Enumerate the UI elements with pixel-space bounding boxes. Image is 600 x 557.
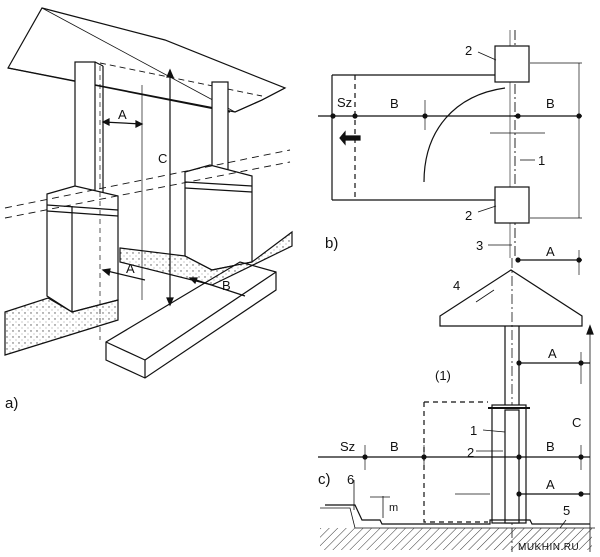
panel-a [4,7,293,379]
panel-c [318,258,595,552]
callout-c-4: 4 [453,278,460,293]
callout-c-6: 6 [347,472,354,487]
caption-b: b) [325,235,338,252]
label-c-m: m [389,502,398,514]
left-base [46,185,119,313]
callout-b-3: 3 [476,238,483,253]
dim-a-upper: A [118,107,127,122]
callout-b-2-top: 2 [465,43,472,58]
label-b-a: A [546,244,555,259]
left-post [74,61,96,193]
label-c-a-bottom: A [546,477,555,492]
right-post [211,81,229,173]
label-c-b-left: B [390,439,399,454]
caption-c: c) [318,471,331,488]
roof [7,7,287,113]
roof-c [439,269,583,327]
dim-a-lower: A [126,261,135,276]
ground-left [4,297,119,356]
label-b-sz: Sz [337,95,352,110]
island [105,261,277,379]
label-b-b-right: B [546,96,555,111]
callout-b-1: 1 [538,153,545,168]
dim-c: C [158,151,167,166]
post-b-top [494,45,530,83]
label-c-paren1: (1) [435,368,451,383]
label-c-c: C [572,415,581,430]
label-c-a-top: A [548,346,557,361]
label-b-b-left: B [390,96,399,111]
caption-a: a) [5,395,18,412]
callout-c-2: 2 [467,445,474,460]
callout-c-5: 5 [563,503,570,518]
label-c-sz: Sz [340,439,355,454]
callout-b-2-bottom: 2 [465,208,472,223]
watermark: MUKHIN.RU [518,542,579,553]
dim-b: B [222,278,231,293]
post-b-bottom [494,186,530,224]
callout-c-1: 1 [470,423,477,438]
panel-b [318,30,582,275]
ground-right [119,230,293,286]
label-c-b-right: B [546,439,555,454]
